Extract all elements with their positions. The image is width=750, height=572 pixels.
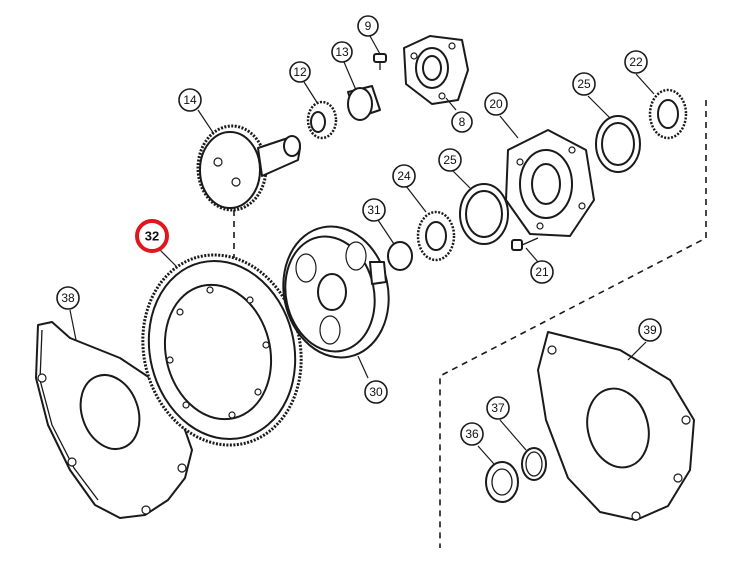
svg-text:12: 12 — [293, 65, 307, 79]
part-25-bearing-cup-upper — [595, 115, 641, 173]
part-8-flange — [403, 35, 469, 105]
callout-24: 24 — [392, 164, 416, 188]
callout-37: 37 — [486, 396, 510, 420]
callout-32: 32 — [135, 219, 169, 253]
part-22-bearing — [648, 88, 688, 140]
leader-lines — [69, 35, 655, 465]
part-9-bolt — [373, 53, 387, 70]
callout-30: 30 — [364, 380, 388, 404]
callout-8: 8 — [451, 111, 473, 133]
part-30-carrier — [282, 225, 390, 359]
part-14-gear-shaft — [196, 124, 301, 212]
callout-9: 9 — [357, 15, 379, 37]
svg-text:36: 36 — [465, 427, 479, 441]
part-31-washer — [387, 241, 413, 271]
svg-text:24: 24 — [397, 169, 411, 183]
part-32-ring-gear — [141, 253, 303, 447]
part-12-bearing — [306, 100, 338, 140]
callout-36: 36 — [460, 422, 484, 446]
callout-20: 20 — [484, 92, 508, 116]
svg-text:25: 25 — [443, 153, 457, 167]
svg-text:8: 8 — [459, 115, 466, 129]
svg-text:22: 22 — [629, 55, 643, 69]
part-20-hub — [505, 129, 595, 237]
svg-text:31: 31 — [367, 203, 381, 217]
part-36-washer — [485, 461, 519, 503]
svg-text:30: 30 — [369, 385, 383, 399]
svg-text:14: 14 — [183, 93, 197, 107]
part-38-left-cover — [35, 321, 193, 519]
callout-21: 21 — [530, 260, 554, 284]
svg-text:39: 39 — [643, 323, 657, 337]
part-37-snap-ring — [521, 447, 547, 481]
callout-13: 13 — [331, 41, 353, 63]
callout-14: 14 — [178, 88, 202, 112]
callout-25-upper: 25 — [572, 72, 596, 96]
callout-31: 31 — [362, 198, 386, 222]
part-24-bearing — [416, 210, 456, 262]
assembly-dashed-outline — [439, 100, 707, 548]
part-25-bearing-cup-lower — [459, 183, 509, 245]
callout-25-lower: 25 — [438, 148, 462, 172]
svg-text:9: 9 — [365, 19, 372, 33]
callout-22: 22 — [624, 50, 648, 74]
svg-text:38: 38 — [61, 291, 75, 305]
part-13-bearing-cup — [347, 85, 381, 121]
svg-text:13: 13 — [335, 45, 349, 59]
svg-text:21: 21 — [535, 265, 549, 279]
callout-12: 12 — [289, 61, 311, 83]
part-39-right-cover — [537, 331, 695, 521]
part-21-bolt — [511, 237, 539, 251]
svg-text:20: 20 — [489, 97, 503, 111]
svg-text:37: 37 — [491, 401, 505, 415]
callout-38: 38 — [56, 286, 80, 310]
svg-text:25: 25 — [577, 77, 591, 91]
svg-text:32: 32 — [145, 229, 159, 244]
callout-39: 39 — [638, 318, 662, 342]
